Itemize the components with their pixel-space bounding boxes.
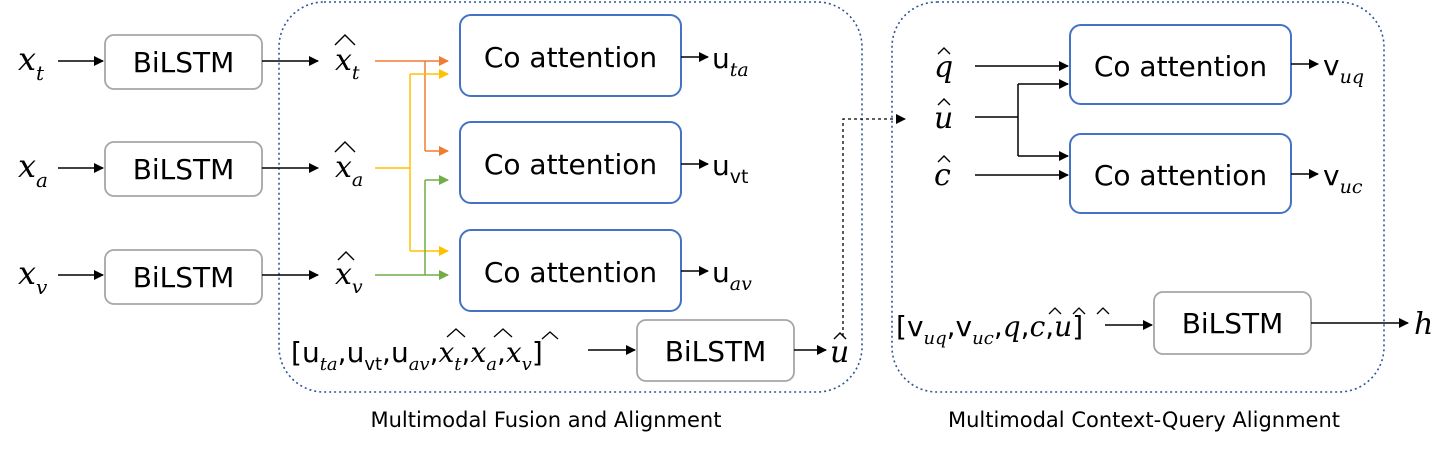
svg-text:u: u [934, 101, 953, 136]
label-u-av: uav [712, 256, 752, 295]
label-xhat-a: xa [334, 141, 363, 191]
fusion-concat-hats [446, 328, 559, 340]
bilstm-box-t: BiLSTM [104, 34, 263, 90]
caption-context: Multimodal Context-Query Alignment [948, 408, 1340, 432]
svg-text:xt: xt [335, 43, 360, 84]
svg-text:c: c [934, 158, 951, 193]
svg-text:xv: xv [335, 257, 363, 298]
arrow-uhat-split [975, 79, 1069, 161]
dotted-connector-uhat [842, 114, 906, 336]
label-h: h [1414, 307, 1433, 342]
routing-green [375, 175, 449, 280]
label-uhat-context: u [934, 98, 953, 136]
svg-text:Co attention: Co attention [484, 148, 657, 181]
coattention-box-uc: Co attention [1069, 133, 1292, 214]
svg-text:BiLSTM: BiLSTM [133, 46, 235, 79]
coattention-box-uq: Co attention [1069, 24, 1292, 105]
svg-text:BiLSTM: BiLSTM [133, 261, 235, 294]
coattention-box-ta: Co attention [459, 14, 682, 97]
caption-fusion: Multimodal Fusion and Alignment [371, 408, 722, 432]
label-xhat-t: xt [334, 34, 360, 84]
label-v-uq: vuq [1323, 49, 1364, 88]
input-x-v: xv [18, 254, 48, 299]
input-x-t: xt [18, 40, 45, 85]
context-region-border [891, 1, 1385, 393]
label-uhat-fusion: u [830, 332, 849, 370]
svg-text:Co attention: Co attention [1094, 159, 1267, 192]
input-x-a: xa [18, 147, 48, 192]
svg-text:BiLSTM: BiLSTM [133, 153, 235, 186]
fusion-region-border [278, 1, 863, 393]
bilstm-box-fusion: BiLSTM [636, 319, 795, 382]
svg-text:Co attention: Co attention [484, 256, 657, 289]
svg-text:xa: xa [335, 150, 363, 191]
coattention-box-vt: Co attention [459, 121, 682, 204]
svg-text:u: u [830, 335, 849, 370]
svg-text:BiLSTM: BiLSTM [1182, 307, 1284, 340]
label-chat: c [934, 155, 951, 193]
svg-text:Co attention: Co attention [1094, 50, 1267, 83]
context-concat-hats [1048, 307, 1110, 315]
bilstm-box-context: BiLSTM [1153, 291, 1312, 355]
label-u-ta: uta [712, 42, 749, 81]
svg-text:BiLSTM: BiLSTM [665, 335, 767, 368]
bilstm-box-v: BiLSTM [104, 249, 263, 305]
label-qhat: q [934, 47, 953, 85]
label-v-uc: vuc [1323, 159, 1363, 198]
label-xhat-v: xv [335, 251, 363, 298]
routing-yellow [375, 69, 449, 256]
fusion-concat-expression: [uta,uvt,uav,xt,xa,xv] [291, 336, 543, 375]
coattention-box-av: Co attention [459, 229, 682, 312]
svg-text:Co attention: Co attention [484, 41, 657, 74]
svg-text:q: q [934, 50, 953, 85]
label-u-vt: uvt [712, 149, 748, 188]
bilstm-box-a: BiLSTM [104, 141, 263, 197]
context-concat-expression: [vuq,vuc,q,c,u] [896, 310, 1083, 349]
routing-orange [375, 56, 449, 156]
